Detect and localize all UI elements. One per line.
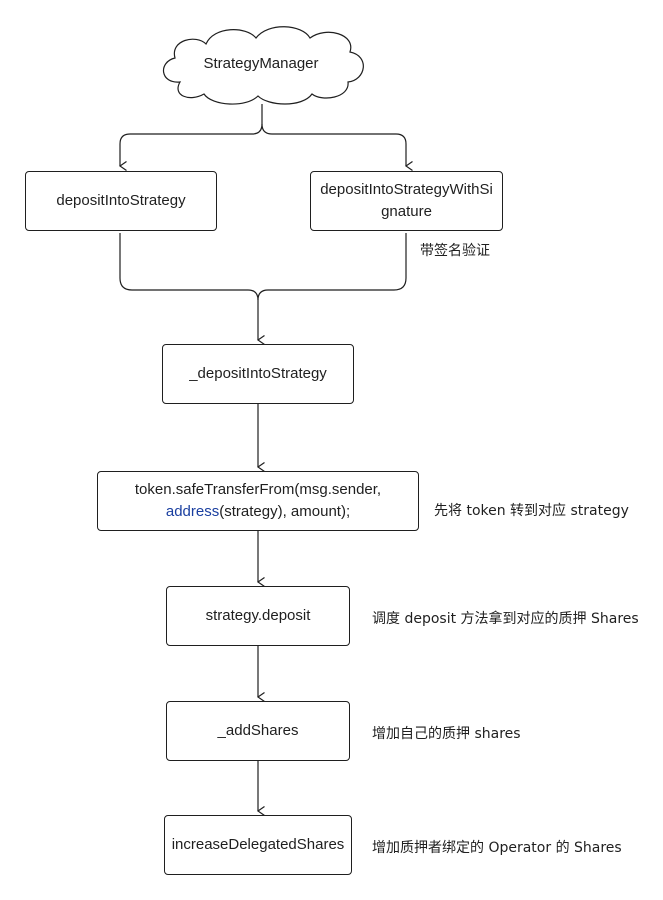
strategy-manager-label: StrategyManager [203,55,319,72]
strategy-deposit-note: 调度 deposit 方法拿到对应的质押 Shares [372,611,639,627]
connector-cloud-split [120,104,263,166]
add-shares-node: _addShares [166,701,350,761]
deposit-with-signature-node: depositIntoStrategyWithSi gnature [310,171,503,231]
transfer-note: 先将 token 转到对应 strategy [434,503,629,519]
add-shares-label: _addShares [217,722,299,739]
deposit-with-signature-label-line1: depositIntoStrategyWithSi [320,181,493,198]
increase-delegated-note: 增加质押者绑定的 Operator 的 Shares [372,840,622,856]
safe-transfer-node: token.safeTransferFrom(msg.sender, addre… [97,471,419,531]
deposit-with-signature-label-line2: gnature [381,203,432,220]
cloud-shape [163,26,364,105]
increase-delegated-label: increaseDelegatedShares [171,836,345,853]
strategy-manager-node: StrategyManager [163,55,359,72]
strategy-deposit-node: strategy.deposit [166,586,350,646]
safe-transfer-line2: address(strategy), amount); [166,501,350,523]
deposit-into-strategy-label: depositIntoStrategy [56,192,186,209]
connector-cloud-split-right [261,123,406,166]
connector-merge-left [119,233,258,340]
safe-transfer-line1: token.safeTransferFrom(msg.sender, [134,481,382,498]
connector-merge-right [257,233,407,301]
signature-note: 带签名验证 [420,243,490,259]
deposit-into-strategy-node: depositIntoStrategy [25,171,217,231]
add-shares-note: 增加自己的质押 shares [372,726,521,742]
increase-delegated-node: increaseDelegatedShares [164,815,352,875]
strategy-deposit-label: strategy.deposit [205,607,311,624]
internal-deposit-node: _depositIntoStrategy [162,344,354,404]
safe-transfer-line2-rest: (strategy), amount); [219,503,351,520]
address-keyword: address [165,503,220,520]
internal-deposit-label: _depositIntoStrategy [189,365,327,382]
